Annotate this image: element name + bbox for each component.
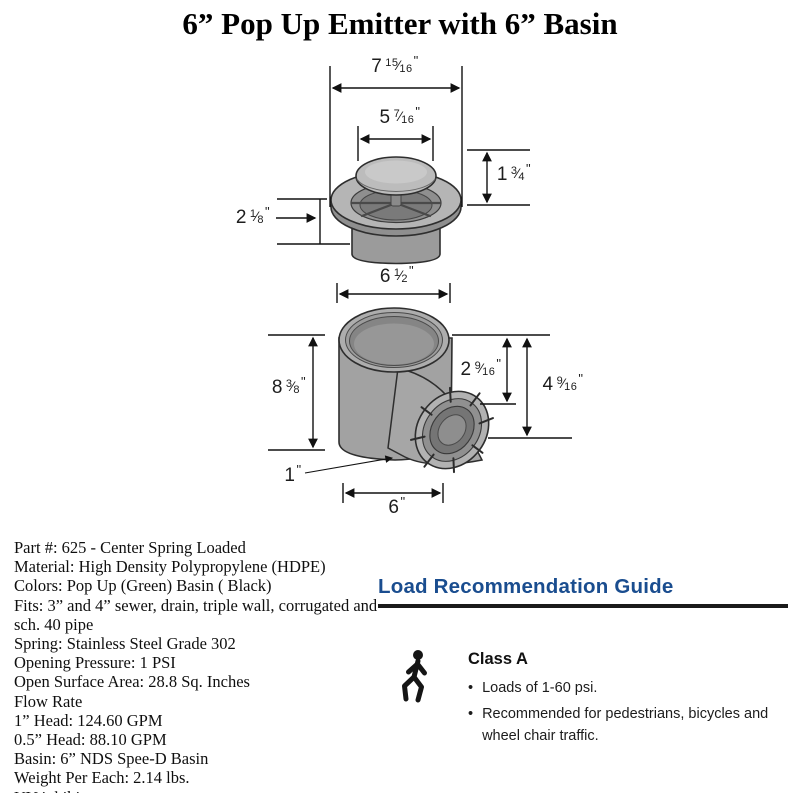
spec-line: Basin: 6” NDS Spee-D Basin xyxy=(14,749,209,769)
technical-drawing xyxy=(268,66,572,503)
spec-line: Open Surface Area: 28.8 Sq. Inches xyxy=(14,672,250,692)
class-a-section: Class A • Loads of 1-60 psi. • Recommend… xyxy=(468,650,798,751)
spec-line: Flow Rate xyxy=(14,691,83,711)
dim-wall-thickness: 1" xyxy=(284,462,302,486)
basin-drawing xyxy=(338,307,494,474)
load-guide-bullet: • Loads of 1-60 psi. xyxy=(468,677,798,699)
bullet-text: Recommended for pedestrians, bicycles an… xyxy=(482,706,769,744)
spec-line: 1” Head: 124.60 GPM xyxy=(14,710,163,730)
extension-lines-overall-width xyxy=(329,66,463,207)
load-guide-heading: Load Recommendation Guide xyxy=(378,575,674,598)
spec-line: 0.5” Head: 88.10 GPM xyxy=(14,730,167,750)
ticks-opening-width xyxy=(336,283,451,303)
spec-line: Colors: Pop Up (Green) Basin ( Black) xyxy=(14,576,272,596)
emitter-base-cylinder xyxy=(351,227,441,265)
bracket-flange-offset xyxy=(277,198,350,245)
spec-line: UV inhibitor xyxy=(14,788,382,793)
class-a-label: Class A xyxy=(468,650,528,668)
bullet-text: Loads of 1-60 psi. xyxy=(482,680,598,696)
pedestrian-icon xyxy=(402,650,427,703)
load-guide-rule xyxy=(378,604,788,608)
spec-line: Fits: 3” and 4” sewer, drain, triple wal… xyxy=(14,595,378,634)
spec-line: Part #: 625 - Center Spring Loaded xyxy=(14,538,246,557)
extension-lines-cap-width xyxy=(357,126,434,161)
spec-line: Material: High Density Polypropylene (HD… xyxy=(14,557,326,577)
ticks-body-width xyxy=(342,483,444,503)
spec-line: Opening Pressure: 1 PSI xyxy=(14,653,176,673)
bullet-glyph: • xyxy=(468,680,474,696)
emitter-dimension-lines xyxy=(276,66,530,245)
emitter-cap-rim-line xyxy=(356,178,436,192)
basin-dimension-lines xyxy=(268,283,572,503)
basin-socket-ribs xyxy=(410,386,494,474)
spec-line: Weight Per Each: 2.14 lbs. xyxy=(14,768,190,788)
page-title: 6” Pop Up Emitter with 6” Basin xyxy=(182,6,618,41)
emitter-cap-highlight xyxy=(365,160,427,184)
leader-wall-thickness xyxy=(304,455,394,474)
extension-lines-cap-height xyxy=(467,149,530,206)
load-guide-bullet: • Recommended for pedestrians, bicycles … xyxy=(468,703,798,747)
spec-line: Spring: Stainless Steel Grade 302 xyxy=(14,634,236,654)
bullet-glyph: • xyxy=(468,706,474,722)
pop-up-emitter-drawing xyxy=(330,156,462,265)
basin-interior xyxy=(354,323,434,365)
product-specs: Part #: 625 - Center Spring Loaded Mater… xyxy=(14,538,382,793)
dim-basin-body-width: 6" xyxy=(388,494,406,518)
